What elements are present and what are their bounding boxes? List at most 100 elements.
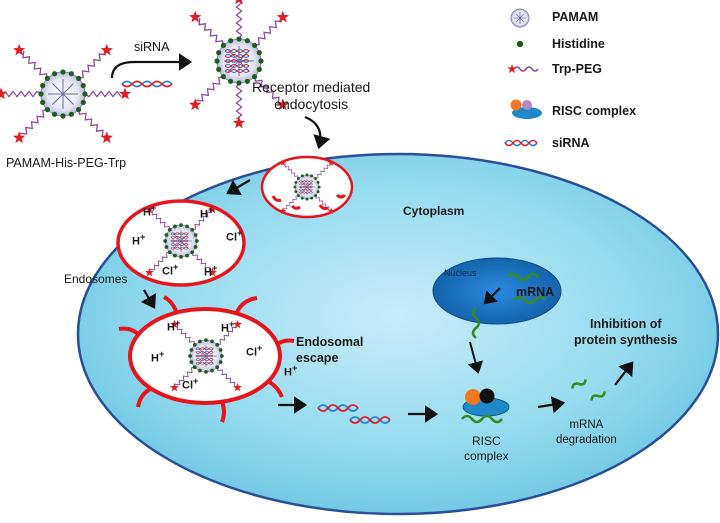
trp-star <box>276 10 289 23</box>
histidine-dot <box>305 197 309 201</box>
histidine-dot <box>167 227 172 232</box>
trp-star <box>13 43 26 56</box>
histidine-dot <box>216 50 222 56</box>
arrow-risc-to-degradation <box>537 396 566 414</box>
nucleus-label: Nucleus <box>444 268 477 278</box>
histidine-dot <box>80 99 86 105</box>
histidine-dot <box>193 233 198 237</box>
loaded-sirna <box>195 347 214 351</box>
dendrimer-branch <box>62 93 74 105</box>
dendrimer-branch <box>52 83 64 95</box>
peg-chain <box>235 2 243 40</box>
histidine-dot <box>164 245 169 249</box>
histidine-dot <box>80 83 86 89</box>
loaded-sirna <box>195 361 214 365</box>
peg-chain <box>315 164 331 179</box>
trp-star <box>233 382 242 392</box>
peg-chain <box>78 53 106 80</box>
loaded-sirna <box>195 358 214 362</box>
proton-label: H+ <box>200 205 214 221</box>
peg-chain <box>84 90 122 98</box>
histidine-dot <box>236 36 242 42</box>
trp-star <box>235 0 243 5</box>
proton-label: H+ <box>284 363 298 379</box>
histidine-dot <box>179 254 183 259</box>
histidine-dot <box>316 180 320 184</box>
histidine-dot <box>173 224 177 229</box>
proton-label: H+ <box>204 263 218 279</box>
trp-star <box>233 319 242 329</box>
histidine-dot <box>185 253 189 258</box>
nanoparticle-sirna-loaded <box>189 0 289 129</box>
loaded-sirna <box>224 59 250 63</box>
sirna-icon <box>504 139 538 147</box>
histidine-dot <box>179 223 183 228</box>
arrow-to-endosomal-escape <box>140 289 157 309</box>
histidine-dot <box>164 233 169 237</box>
loaded-sirna <box>195 354 214 358</box>
inhibition-label: Inhibition of protein synthesis <box>574 317 678 347</box>
histidine-dot <box>293 185 297 189</box>
trp-star <box>100 131 113 144</box>
legend-label-risc: RISC complex <box>552 104 637 118</box>
histidine-dot <box>192 365 197 370</box>
histidine-dot <box>296 194 300 198</box>
histidine-dot <box>82 91 88 97</box>
trp-star <box>232 116 246 129</box>
histidine-dot <box>294 180 298 184</box>
nanoparticle-internalized <box>279 159 335 215</box>
histidine-dot <box>198 339 202 344</box>
histidine-dot <box>236 80 242 86</box>
trp-peg-icon <box>507 64 539 73</box>
proton-label: H+ <box>151 349 165 365</box>
peg-chain <box>196 75 224 102</box>
dendrimer-branch <box>52 93 64 105</box>
peg-chain <box>192 211 212 231</box>
loaded-sirna <box>170 246 189 250</box>
peg-chain <box>151 210 171 230</box>
histidine-dot <box>214 58 220 64</box>
histidine-dot <box>244 38 250 44</box>
histidine-dot <box>204 369 208 374</box>
loaded-sirna <box>299 183 313 186</box>
loaded-sirna <box>299 180 313 183</box>
loaded-sirna <box>170 239 189 243</box>
cytoplasm-label: Cytoplasm <box>403 204 465 218</box>
histidine-dot <box>60 113 66 119</box>
peg-chain <box>253 76 280 104</box>
loaded-sirna <box>224 49 250 53</box>
histidine-dot <box>38 91 44 97</box>
peg-chain <box>191 252 211 272</box>
histidine-dot <box>316 190 320 194</box>
histidine-dot <box>300 196 304 200</box>
peg-chain <box>77 109 104 137</box>
histidine-dot <box>40 99 46 105</box>
histidine-dot <box>296 176 300 180</box>
trp-star <box>118 87 132 100</box>
histidine-dot <box>256 66 262 72</box>
histidine-dot <box>258 58 264 64</box>
peg-chain <box>22 51 49 79</box>
arrow-receptor-endocytosis <box>304 115 331 150</box>
escape-label: Endosomal escape <box>296 335 364 365</box>
uptake-label: Receptor mediated endocytosis <box>252 79 371 112</box>
trp-star <box>170 382 179 392</box>
loaded-sirna <box>224 69 250 73</box>
chloride-label: Cl+ <box>162 262 179 278</box>
chloride-label: Cl+ <box>226 228 243 244</box>
loaded-sirna <box>170 235 189 239</box>
loaded-sirna <box>299 191 313 194</box>
histidine-dot <box>215 365 220 370</box>
histidine-dot <box>76 75 82 81</box>
histidine-dot <box>256 50 262 56</box>
histidine-dot <box>76 107 82 113</box>
histidine-dot <box>252 74 258 80</box>
trp-star <box>145 204 154 214</box>
histidine-dot <box>68 111 74 117</box>
trp-star <box>0 87 8 100</box>
legend-label-pamam: PAMAM <box>552 10 599 24</box>
mrna-strand-nucleus-1 <box>507 272 539 282</box>
histidine-dot <box>244 78 250 84</box>
